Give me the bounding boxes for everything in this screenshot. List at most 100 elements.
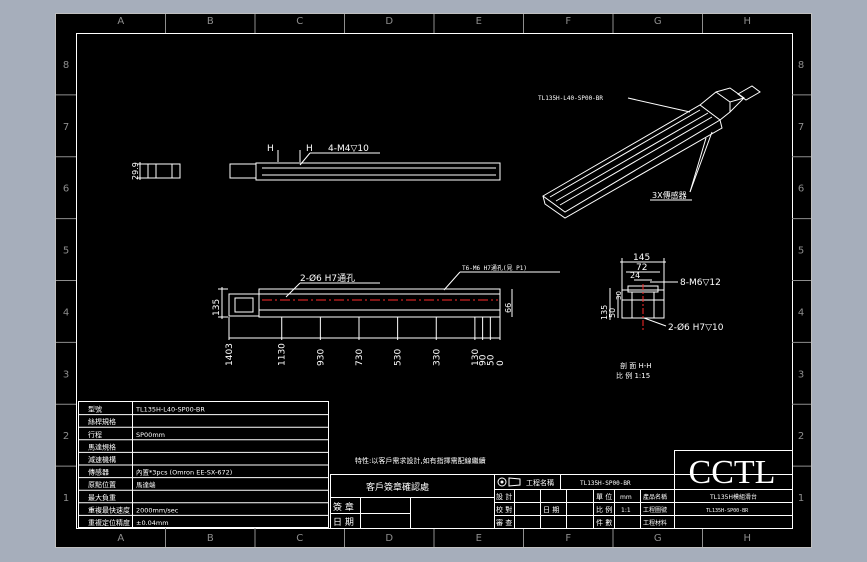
ordinate-dim: 930 xyxy=(316,349,326,366)
grid-row-label: 1 xyxy=(798,493,804,504)
grid-row-label: 6 xyxy=(63,184,69,195)
iso-view xyxy=(542,85,761,219)
tb-scale-label: 比 例 xyxy=(596,505,612,514)
spec-label: 絲桿規格 xyxy=(88,417,116,426)
grid-row-label: 8 xyxy=(798,60,804,71)
tb-unit-value: mm xyxy=(620,494,632,501)
spec-label: 傳感器 xyxy=(88,468,109,477)
section-height-a: 50 xyxy=(608,308,617,318)
section-mark-h-right: H xyxy=(306,144,313,154)
grid-row-label: 3 xyxy=(798,369,804,380)
iso-motor xyxy=(699,87,745,121)
section-height-b: 30 xyxy=(615,291,623,300)
grid-col-label: A xyxy=(117,533,124,544)
grid-col-label: D xyxy=(385,16,393,27)
front-height-dim-right: 66 xyxy=(504,303,513,313)
sensor-label: 3X傳感器 xyxy=(652,190,687,200)
tb-date-label: 日 期 xyxy=(543,506,559,514)
tb-project-value: TL135H-SP00-BR xyxy=(580,480,631,487)
grid-row-label: 4 xyxy=(63,307,69,318)
ordinate-dim: 330 xyxy=(432,349,442,366)
spec-value: TL135H-L40-SP00-BR xyxy=(135,406,205,414)
grid-col-label: C xyxy=(296,533,303,544)
callout-leader xyxy=(299,152,311,166)
section-hole-callout: 2-Ø6 H7▽10 xyxy=(668,322,724,333)
grid-row-label: 5 xyxy=(798,246,804,257)
section-thread-callout: 8-M6▽12 xyxy=(680,278,721,288)
grid-row-label: 1 xyxy=(63,493,69,504)
grid-col-label: G xyxy=(654,533,662,544)
sensor-label-leader xyxy=(689,137,707,193)
tb-check-label: 校 對 xyxy=(496,505,512,514)
callout-leader xyxy=(285,282,301,298)
spec-label: 減速機構 xyxy=(88,455,116,464)
ordinate-dim: 90 xyxy=(479,354,489,366)
spec-value: 內置*3pcs (Omron EE-SX-672) xyxy=(136,468,232,477)
spec-value: 馬達端 xyxy=(136,480,156,489)
grid-row-label: 2 xyxy=(798,431,804,442)
side-view xyxy=(229,150,501,181)
section-scale: 比 例 1:15 xyxy=(616,371,650,380)
iso-body-side xyxy=(542,119,723,219)
tb-scale-value: 1:1 xyxy=(621,507,631,514)
tb-qty-label: 件 數 xyxy=(596,518,612,527)
spec-label: 重複最快速度 xyxy=(88,505,130,514)
front-view xyxy=(218,271,560,339)
grid-col-label: B xyxy=(207,16,214,27)
customer-date-label: 日 期 xyxy=(333,517,354,528)
spec-table-border xyxy=(78,401,329,528)
grid-col-label: D xyxy=(385,533,393,544)
tb-product-label: 產品名稱 xyxy=(643,493,667,501)
tb-project-label: 工程名稱 xyxy=(526,478,554,487)
section-width-mid: 72 xyxy=(636,263,647,273)
front-height-dim: 135 xyxy=(212,299,222,316)
ordinate-dim: 530 xyxy=(394,349,404,366)
spec-value: ±0.04mm xyxy=(136,519,169,527)
tb-drawing-no-value: TL135H-SP00-BR xyxy=(706,508,749,514)
section-width-small: 24 xyxy=(630,271,640,280)
ordinate-dim: 1403 xyxy=(225,343,235,366)
spec-label: 型號 xyxy=(88,405,102,414)
grid-col-label: A xyxy=(117,16,124,27)
customer-sign-label: 簽 章 xyxy=(333,501,354,513)
end-view-block xyxy=(147,163,181,179)
spec-label: 原點位置 xyxy=(88,480,116,489)
grid-row-label: 3 xyxy=(63,369,69,380)
tb-product-value: TL135H模組滑台 xyxy=(709,493,757,501)
grid-row-label: 7 xyxy=(63,122,69,133)
design-note: 特性:以客戶需求設計,如有指擇需配線繼續 xyxy=(355,456,486,465)
section-height-total: 135 xyxy=(600,305,609,320)
spec-label: 重複定位精度 xyxy=(88,518,130,527)
end-view-height-dim: 29.9 xyxy=(131,162,140,180)
grid-col-label: H xyxy=(743,16,751,27)
grid-col-label: C xyxy=(296,16,303,27)
spec-value: SP00mm xyxy=(136,431,165,439)
thread-callout: 4-M4▽10 xyxy=(328,144,369,154)
slot-callout: T6-M6 H7通孔(見 P1) xyxy=(462,264,527,272)
projection-symbol-icon xyxy=(497,477,507,487)
grid-row-label: 5 xyxy=(63,246,69,257)
tb-approve-label: 審 查 xyxy=(496,518,512,527)
ordinate-dim: 730 xyxy=(355,349,365,366)
ordinate-dim: 130 xyxy=(471,349,481,366)
grid-row-label: 2 xyxy=(63,431,69,442)
drawing-sheet xyxy=(55,13,812,548)
spec-label: 最大負重 xyxy=(88,493,116,502)
spec-value: 2000mm/sec xyxy=(136,506,179,514)
iso-motor-end xyxy=(737,85,761,101)
iso-model-label: TL135H-L40-SP00-BR xyxy=(538,95,603,102)
iso-label-leader xyxy=(627,97,691,113)
grid-col-label: F xyxy=(565,533,571,544)
grid-row-label: 6 xyxy=(798,184,804,195)
grid-col-label: F xyxy=(565,16,571,27)
grid-row-label: 4 xyxy=(798,307,804,318)
tb-unit-label: 單 位 xyxy=(596,492,612,501)
grid-col-label: H xyxy=(743,533,751,544)
grid-row-label: 8 xyxy=(63,60,69,71)
projection-symbol-icon xyxy=(500,480,504,484)
grid-row-label: 7 xyxy=(798,122,804,133)
spec-label: 馬達規格 xyxy=(88,442,116,451)
